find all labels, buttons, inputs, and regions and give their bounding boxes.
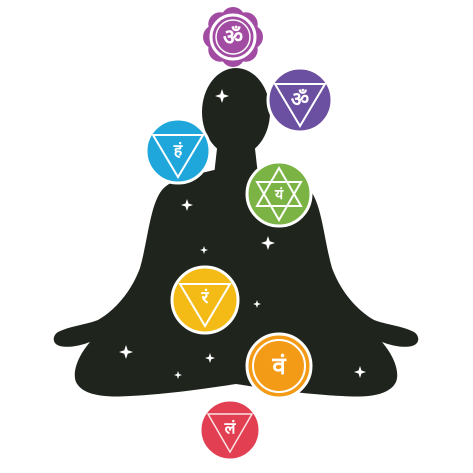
sparkles	[119, 89, 366, 379]
crown-chakra: ॐ	[203, 7, 263, 67]
figure-head	[202, 68, 270, 156]
throat-symbol: हं	[173, 141, 184, 160]
inverted-triangle-icon	[273, 83, 327, 128]
sparkle-icon	[253, 300, 261, 308]
sacral-circle	[245, 332, 313, 400]
heart-symbol: यं	[274, 187, 284, 203]
sparkle-icon	[119, 345, 133, 359]
third-eye-chakra: ॐ	[266, 66, 334, 134]
root-chakra: लं	[198, 398, 262, 462]
crescent-icon	[252, 339, 306, 393]
heart-circle	[245, 160, 313, 228]
sacral-symbol: वं	[271, 352, 287, 380]
third-eye-symbol: ॐ	[291, 87, 309, 111]
sparkle-icon	[215, 89, 229, 103]
sparkle-icon	[205, 353, 215, 363]
crown-core	[209, 13, 257, 61]
solar-plexus-chakra: रं	[170, 265, 240, 335]
crown-symbol: ॐ	[223, 26, 243, 51]
root-circle	[198, 398, 262, 462]
sparkle-icon	[174, 371, 182, 379]
sparkle-icon	[200, 246, 208, 254]
crown-ring	[215, 19, 251, 55]
hexagram-icon	[255, 166, 303, 222]
heart-chakra: यं	[245, 160, 313, 228]
square-icon	[206, 413, 254, 454]
solar-plexus-symbol: रं	[201, 288, 210, 308]
figure-neck	[214, 140, 258, 175]
sacral-chakra: वं	[245, 332, 313, 400]
throat-chakra: हं	[144, 117, 212, 185]
inverted-triangle-icon	[178, 283, 232, 328]
sparkle-icon	[181, 199, 193, 211]
sparkle-icon	[354, 366, 366, 378]
inverted-triangle-icon	[151, 134, 205, 179]
meditating-figure	[53, 68, 419, 397]
root-symbol: लं	[224, 419, 237, 438]
figure-body	[53, 170, 419, 397]
sparkle-icon	[261, 236, 275, 250]
